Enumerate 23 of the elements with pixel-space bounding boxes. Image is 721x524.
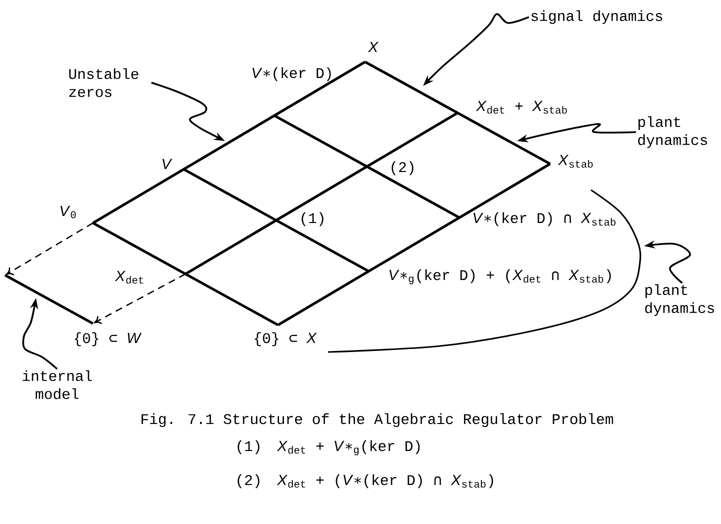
formula: X$_{det}$ + V∗$_{g}$(ker D) xyxy=(276,440,420,456)
vertex-label: X$_{det}$ + X$_{stab}$ xyxy=(476,100,567,114)
callout-number: (2) xyxy=(392,161,414,176)
vertex-label: X xyxy=(368,42,379,52)
callout-text: plant dynamics xyxy=(645,284,714,316)
caption: Fig. 7.1 Structure of the Algebraic Regulator Problem xyxy=(142,413,614,428)
vertex-label: X$_{det}$ xyxy=(114,270,144,284)
callout-text: Unstable zeros xyxy=(69,68,138,98)
callout-number: (1) xyxy=(302,212,324,226)
callout-number: (2) xyxy=(238,474,260,488)
vertex-label: V∗(ker D) ∩ X$_{stab}$ xyxy=(474,212,616,226)
vertex-label: X$_{stab}$ xyxy=(558,154,593,168)
vertex-label: V∗(ker D) xyxy=(252,67,331,82)
vertex-label: {0} ⊂ X xyxy=(254,332,317,346)
vertex-label: V$_{0}$ xyxy=(60,206,76,218)
callout-text: plant dynamics xyxy=(638,116,708,148)
callout-text: signal dynamics xyxy=(531,10,662,24)
callout-text: internal model xyxy=(22,370,92,400)
vertex-label: V∗$_{g}$(ker D) + (X$_{det}$ ∩ X$_{stab}$) xyxy=(390,269,611,284)
vertex-label: V xyxy=(162,158,172,169)
callout-number: (1) xyxy=(238,440,260,454)
vertex-label: {0} ⊂ W xyxy=(74,332,142,346)
formula: X$_{det}$ + (V∗(ker D) ∩ X$_{stab}$) xyxy=(276,474,494,488)
